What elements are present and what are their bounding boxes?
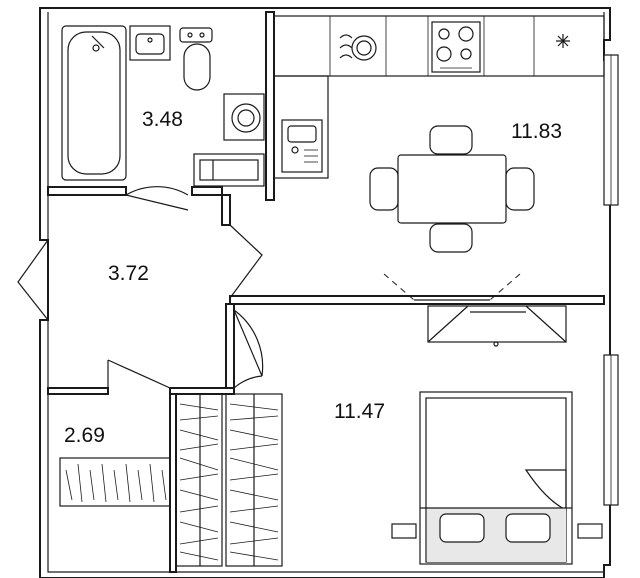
windows bbox=[603, 54, 619, 506]
sink-icon bbox=[129, 25, 171, 61]
kitchen-sink-icon bbox=[281, 119, 323, 173]
kitchen-counter bbox=[273, 15, 605, 179]
bathtub-icon bbox=[61, 25, 127, 181]
fridge-icon bbox=[556, 34, 570, 48]
exterior-walls bbox=[39, 7, 611, 578]
door-kitchen bbox=[229, 224, 263, 299]
door-bedroom bbox=[233, 309, 264, 377]
door-storage bbox=[107, 359, 171, 389]
room-area-bathroom: 3.48 bbox=[142, 108, 183, 131]
tv-icon bbox=[383, 273, 521, 301]
doors bbox=[17, 186, 264, 389]
pillow-icon bbox=[439, 513, 551, 543]
nightstands bbox=[391, 523, 603, 539]
toilet-icon bbox=[179, 27, 213, 91]
chair-icon bbox=[369, 125, 535, 253]
wardrobe-icon bbox=[175, 393, 283, 567]
tv-stand bbox=[427, 305, 567, 347]
washing-machine-icon bbox=[223, 93, 265, 141]
room-area-bedroom: 11.47 bbox=[334, 400, 385, 423]
door-hallway-left bbox=[17, 239, 49, 321]
cooktop-icon bbox=[431, 21, 481, 73]
door-bathroom bbox=[125, 186, 189, 211]
room-area-storage: 2.69 bbox=[64, 424, 105, 447]
room-area-kitchen-living: 11.83 bbox=[511, 120, 562, 143]
door-storage-right bbox=[233, 375, 263, 389]
stove-icon bbox=[339, 34, 377, 61]
room-area-hallway: 3.72 bbox=[108, 262, 149, 285]
storage-shelf bbox=[59, 457, 171, 507]
bathroom-cabinet bbox=[193, 153, 265, 187]
